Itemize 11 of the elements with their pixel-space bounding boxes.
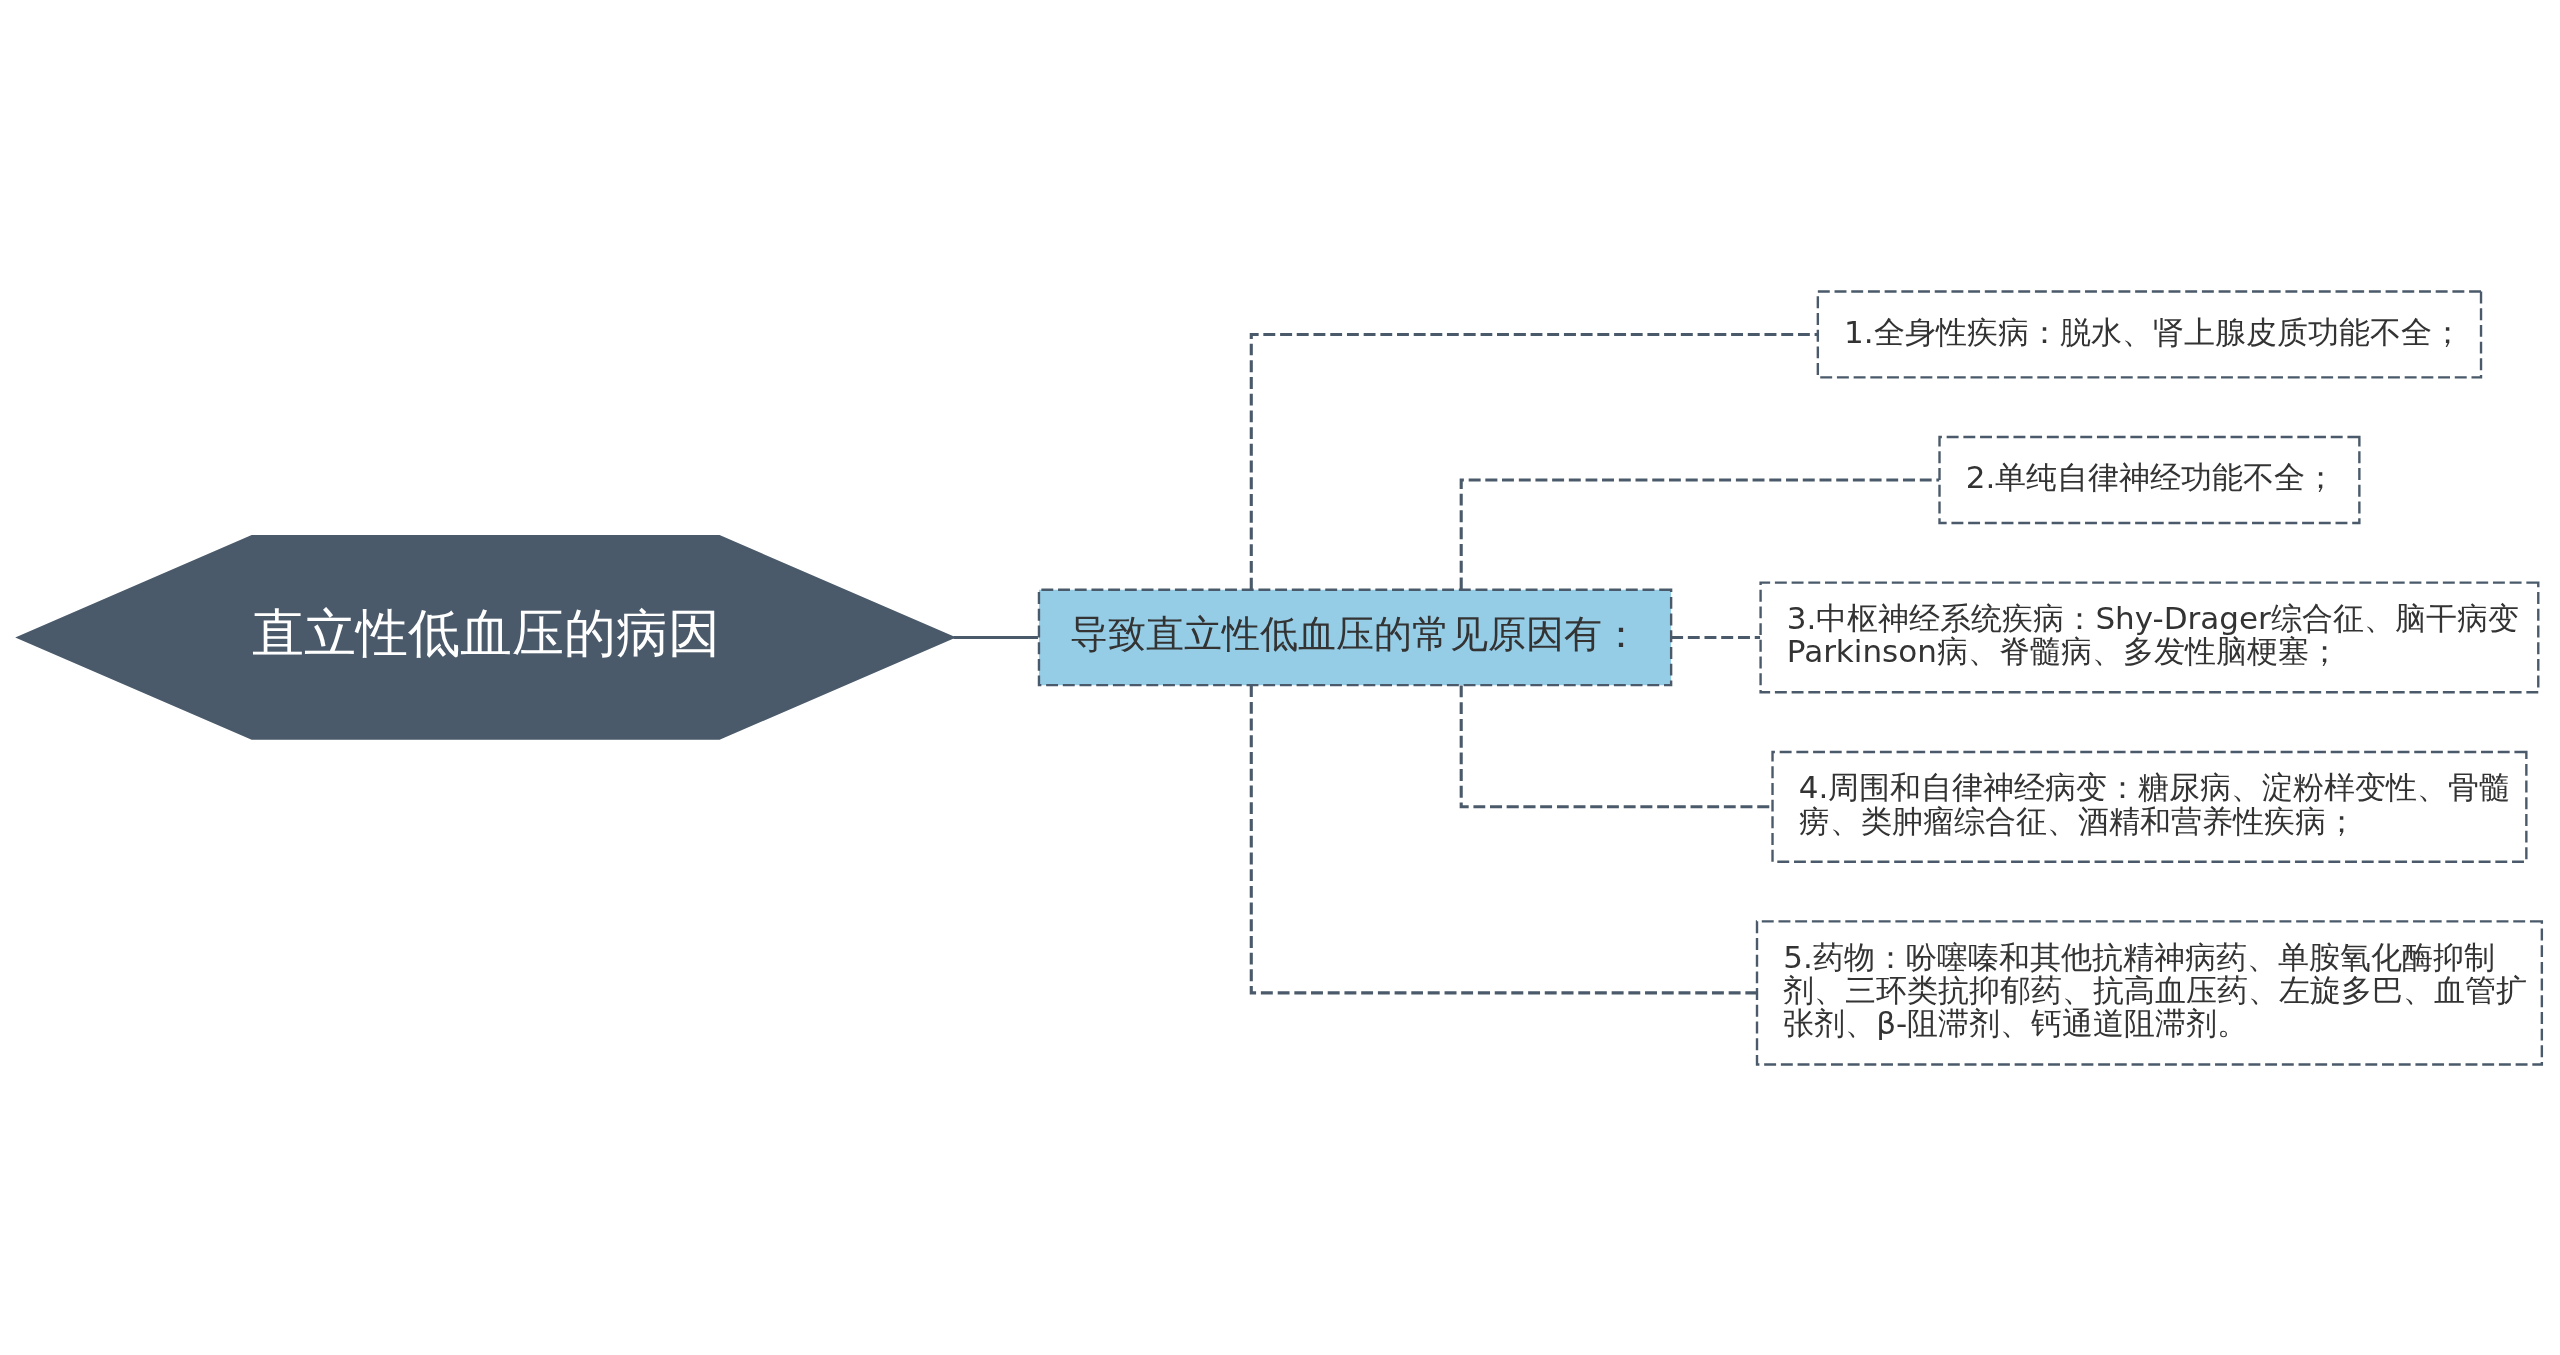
node-box: 3.中枢神经系统疾病：Shy-Drager综合征、脑干病变Parkinson病、脊髓病、多发性脑梗塞； (1759, 580, 2540, 693)
node-box: 5.药物：吩噻嗪和其他抗精神病药、单胺氧化酶抑制剂、三环类抗抑郁药、抗高血压药、左旋多巴、血管扩张剂、β-阻滞剂、钙通道阻滞剂。 (1755, 919, 2544, 1066)
connector (1459, 477, 1940, 589)
connector (1249, 332, 1818, 589)
node-box: 4.周围和自律神经病变：糖尿病、淀粉样变性、骨髓痨、类肿瘤综合征、酒精和营养性疾病； (1771, 750, 2528, 863)
node-box: 导致直立性低血压的常见原因有： (1037, 588, 1673, 686)
connector (953, 635, 1038, 639)
node-box: 1.全身性疾病：脱水、肾上腺皮质功能不全； (1816, 289, 2483, 379)
node-box: 2.单纯自律神经功能不全； (1938, 435, 2361, 524)
connector (1249, 684, 1757, 994)
connector (1671, 635, 1761, 639)
